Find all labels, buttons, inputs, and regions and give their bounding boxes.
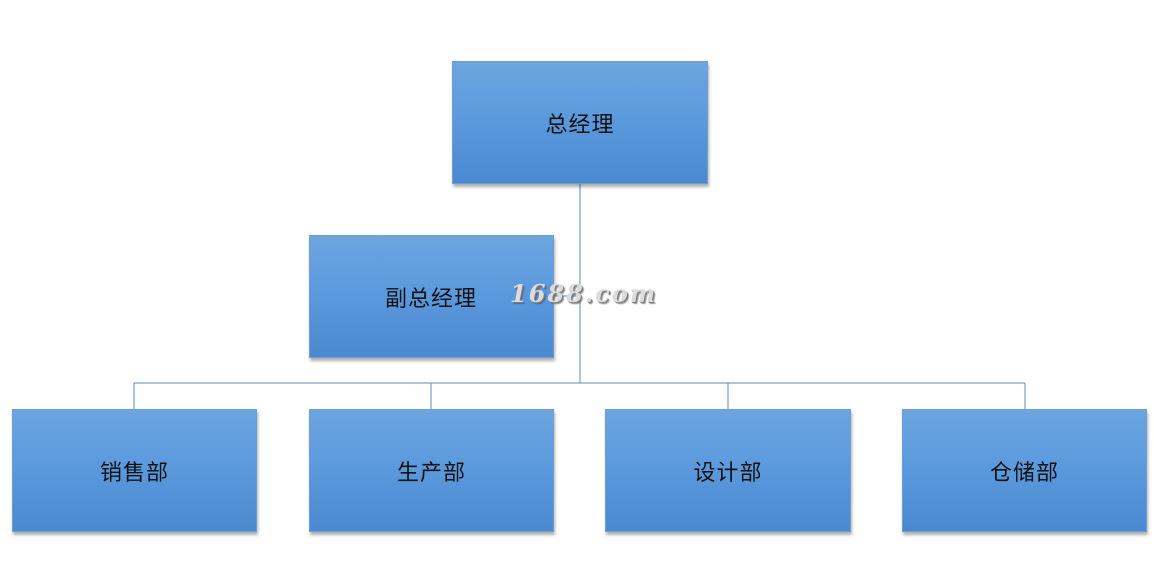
- node-design-department-label: 设计部: [693, 460, 763, 486]
- node-design-department: 设计部: [605, 409, 851, 532]
- node-general-manager-label: 总经理: [545, 112, 615, 138]
- node-production-department: 生产部: [309, 409, 554, 532]
- node-deputy-general-manager: 副总经理: [309, 235, 554, 358]
- node-general-manager: 总经理: [452, 61, 708, 184]
- node-production-department-label: 生产部: [396, 460, 466, 486]
- node-sales-department-label: 销售部: [99, 460, 169, 486]
- node-warehouse-department: 仓储部: [902, 409, 1147, 532]
- watermark-text: 1688.com: [510, 279, 658, 308]
- node-sales-department: 销售部: [12, 409, 257, 532]
- node-deputy-general-manager-label: 副总经理: [385, 286, 478, 312]
- node-warehouse-department-label: 仓储部: [989, 460, 1059, 486]
